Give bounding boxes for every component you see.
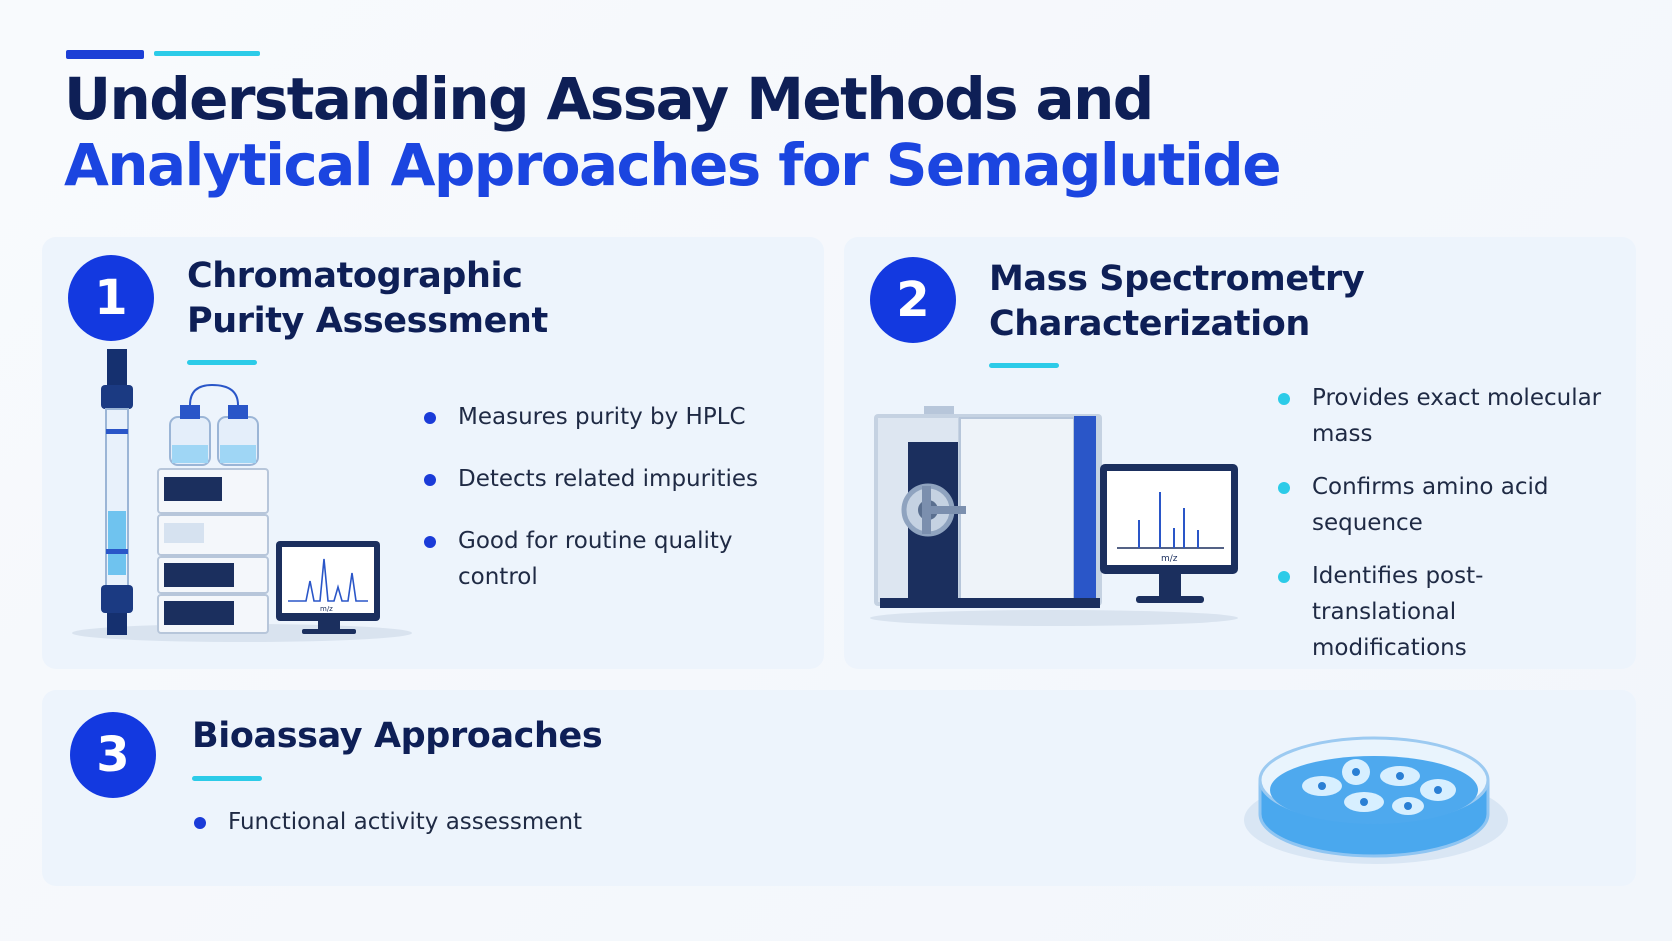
section-title-line1: Mass Spectrometry bbox=[989, 259, 1365, 299]
section-title-line2: Purity Assessment bbox=[187, 301, 548, 341]
mass-spectrometer bbox=[874, 406, 1102, 608]
section-title-line1: Chromatographic bbox=[187, 256, 523, 296]
bullet-dot bbox=[424, 412, 436, 424]
page-title: Understanding Assay Methods and Analytic… bbox=[64, 65, 1282, 199]
bullet-dot bbox=[424, 474, 436, 486]
bullet-list: Measures purity by HPLC Detects related … bbox=[420, 399, 780, 595]
section-title: Chromatographic Purity Assessment bbox=[187, 254, 548, 344]
section-title: Bioassay Approaches bbox=[192, 714, 603, 759]
section-number-badge: 3 bbox=[70, 712, 156, 798]
section-card-chromatographic: 1 Chromatographic Purity Assessment bbox=[42, 237, 824, 669]
bullet-item: Identifies post-translational modificati… bbox=[1274, 558, 1614, 666]
section-number-badge: 2 bbox=[870, 257, 956, 343]
illustration-shadow bbox=[870, 610, 1238, 626]
spectrum-monitor: m/z bbox=[1100, 464, 1238, 603]
bullet-item: Provides exact molecular mass bbox=[1274, 380, 1614, 452]
bullet-dot bbox=[424, 536, 436, 548]
bullet-item: Detects related impurities bbox=[420, 461, 780, 497]
page-title-line2: Analytical Approaches for Semaglutide bbox=[64, 131, 1282, 199]
bullet-item: Functional activity assessment bbox=[190, 804, 690, 840]
page-title-line1: Understanding Assay Methods and bbox=[64, 65, 1154, 133]
section-card-bioassay: 3 Bioassay Approaches Functional activit… bbox=[42, 690, 1636, 886]
section-title-underline bbox=[187, 360, 257, 365]
monitor-axis-label: m/z bbox=[320, 605, 333, 613]
bullet-list: Functional activity assessment bbox=[190, 804, 690, 840]
hplc-stack bbox=[157, 468, 269, 634]
monitor-axis-label: m/z bbox=[1161, 554, 1178, 564]
section-title-underline bbox=[989, 363, 1059, 368]
bullet-dot bbox=[1278, 393, 1290, 405]
accent-bar-dark bbox=[66, 50, 144, 59]
bullet-list: Provides exact molecular mass Confirms a… bbox=[1274, 380, 1614, 666]
hplc-column bbox=[101, 349, 133, 635]
solvent-bottles bbox=[169, 383, 259, 466]
bullet-dot bbox=[194, 817, 206, 829]
accent-bar-light bbox=[154, 51, 260, 56]
section-title-underline bbox=[192, 776, 262, 781]
section-title: Mass Spectrometry Characterization bbox=[989, 257, 1365, 347]
section-number-badge: 1 bbox=[68, 255, 154, 341]
section-card-mass-spectrometry: 2 Mass Spectrometry Characterization bbox=[844, 237, 1636, 669]
bullet-item: Good for routine quality control bbox=[420, 523, 758, 595]
petri-dish-illustration bbox=[1244, 736, 1508, 864]
section-title-line1: Bioassay Approaches bbox=[192, 716, 603, 756]
hplc-system-illustration: m/z bbox=[72, 349, 412, 642]
bullet-item: Measures purity by HPLC bbox=[420, 399, 780, 435]
chromatogram-monitor: m/z bbox=[276, 541, 380, 634]
section-title-line2: Characterization bbox=[989, 304, 1310, 344]
bullet-item: Confirms amino acid sequence bbox=[1274, 469, 1614, 541]
mass-spectrometer-illustration: m/z bbox=[870, 406, 1238, 626]
bullet-dot bbox=[1278, 482, 1290, 494]
bullet-dot bbox=[1278, 571, 1290, 583]
cells bbox=[1302, 759, 1456, 815]
